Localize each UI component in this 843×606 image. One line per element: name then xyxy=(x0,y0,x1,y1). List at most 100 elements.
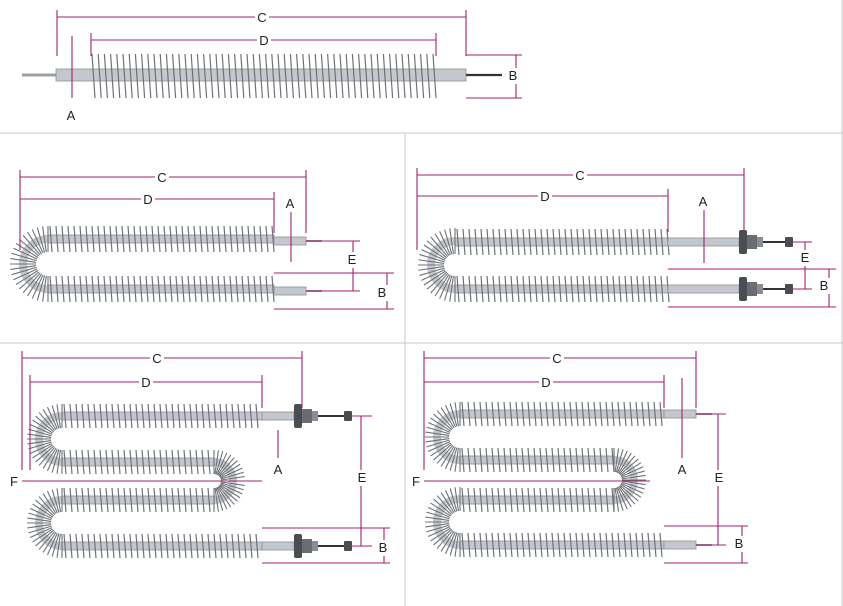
cold-section xyxy=(261,541,295,551)
dimension-label-length_finned: D xyxy=(143,192,152,207)
cold-section xyxy=(667,284,740,294)
terminal-nut xyxy=(785,284,793,294)
label-backdrop xyxy=(675,462,689,478)
label-backdrop xyxy=(64,108,78,124)
label-backdrop xyxy=(155,170,169,186)
finned-section xyxy=(61,487,215,513)
fitting-body xyxy=(757,284,763,294)
finned-section xyxy=(61,403,263,429)
dimension-label-length_overall: C xyxy=(552,351,561,366)
finned-section xyxy=(47,275,275,303)
sheath-tube xyxy=(47,284,275,294)
dimension-label-length_finned: D xyxy=(259,33,268,48)
sheath-tube xyxy=(454,237,669,247)
mounting-flange xyxy=(294,534,302,558)
finned-bend xyxy=(27,488,63,558)
cold-section xyxy=(663,409,697,419)
flanged-terminal xyxy=(667,230,793,254)
cold-section xyxy=(261,411,295,421)
panel-w-shape-plain xyxy=(425,401,712,558)
label-backdrop xyxy=(139,375,153,391)
dimension-label-sheath_diameter: A xyxy=(274,462,283,477)
sheath-tube xyxy=(454,284,669,294)
dimension-label-overall_width: F xyxy=(412,474,420,489)
fitting-nut xyxy=(747,235,757,249)
dimension-label-length_overall: C xyxy=(157,170,166,185)
finned-bend xyxy=(10,226,49,302)
terminal-nut xyxy=(785,237,793,247)
label-backdrop xyxy=(539,375,553,391)
flanged-terminal xyxy=(261,534,352,558)
dimension-label-centerline_spacing: E xyxy=(801,250,810,265)
dimension-label-length_overall: C xyxy=(575,168,584,183)
fitting-nut xyxy=(302,409,312,423)
label-backdrop xyxy=(283,196,297,212)
label-backdrop xyxy=(150,351,164,367)
label-backdrop xyxy=(375,285,389,301)
mounting-flange xyxy=(739,230,747,254)
fitting-nut xyxy=(747,282,757,296)
label-backdrop xyxy=(550,351,564,367)
label-backdrop xyxy=(506,68,520,84)
dimension-label-length_finned: D xyxy=(540,189,549,204)
dimension-label-overall_width: F xyxy=(10,474,18,489)
label-backdrop xyxy=(696,194,710,210)
label-backdrop xyxy=(255,10,269,26)
dimension-label-sheath_diameter: A xyxy=(699,194,708,209)
cold-section xyxy=(273,286,307,296)
mounting-flange xyxy=(739,277,747,301)
label-backdrop xyxy=(141,192,155,208)
panel-w-shape-flanged xyxy=(27,403,352,559)
label-backdrop xyxy=(345,252,359,268)
label-backdrop xyxy=(376,540,390,556)
sheath-tube xyxy=(459,540,665,550)
fitting-body xyxy=(312,541,318,551)
cold-section xyxy=(663,540,697,550)
finned-bend xyxy=(613,448,646,512)
heater-elements xyxy=(10,53,793,559)
dimension-label-terminal_length: B xyxy=(735,536,744,551)
finned-bend xyxy=(425,402,461,472)
dimension-label-terminal_length: B xyxy=(820,278,829,293)
finned-section xyxy=(459,447,615,473)
cold-section xyxy=(273,236,307,246)
fitting-body xyxy=(757,237,763,247)
panel-u-shape-flanged xyxy=(418,228,793,303)
dimension-label-centerline_spacing: E xyxy=(358,470,367,485)
dimension-label-terminal_length: B xyxy=(379,540,388,555)
panel-straight-element xyxy=(22,53,502,99)
flanged-terminal xyxy=(667,277,793,301)
finned-section xyxy=(61,449,215,475)
finned-section xyxy=(47,225,275,253)
label-backdrop xyxy=(712,470,726,486)
dimension-label-length_overall: C xyxy=(152,351,161,366)
sheath-tube xyxy=(459,409,665,419)
finned-bend xyxy=(425,487,461,557)
sheath-tube xyxy=(459,495,615,505)
dimension-label-sheath_diameter: A xyxy=(286,196,295,211)
label-backdrop xyxy=(573,168,587,184)
dimension-label-sheath_diameter: A xyxy=(678,462,687,477)
fitting-body xyxy=(312,411,318,421)
finned-bend xyxy=(27,404,63,474)
mounting-flange xyxy=(294,404,302,428)
dimension-label-centerline_spacing: E xyxy=(715,470,724,485)
dimension-label-length_finned: D xyxy=(141,375,150,390)
sheath-tube xyxy=(47,234,275,244)
sheath-tube xyxy=(61,541,263,551)
sheath-tube xyxy=(61,411,263,421)
label-backdrop xyxy=(257,33,271,49)
finned-bend xyxy=(418,228,456,302)
dimension-label-length_finned: D xyxy=(541,375,550,390)
label-backdrop xyxy=(409,474,423,490)
label-backdrop xyxy=(7,474,21,490)
finned-section xyxy=(459,401,665,427)
label-backdrop xyxy=(817,278,831,294)
dimension-label-centerline_spacing: E xyxy=(348,252,357,267)
label-backdrop xyxy=(355,470,369,486)
finned-section xyxy=(459,532,665,558)
dimension-label-length_overall: C xyxy=(257,10,266,25)
